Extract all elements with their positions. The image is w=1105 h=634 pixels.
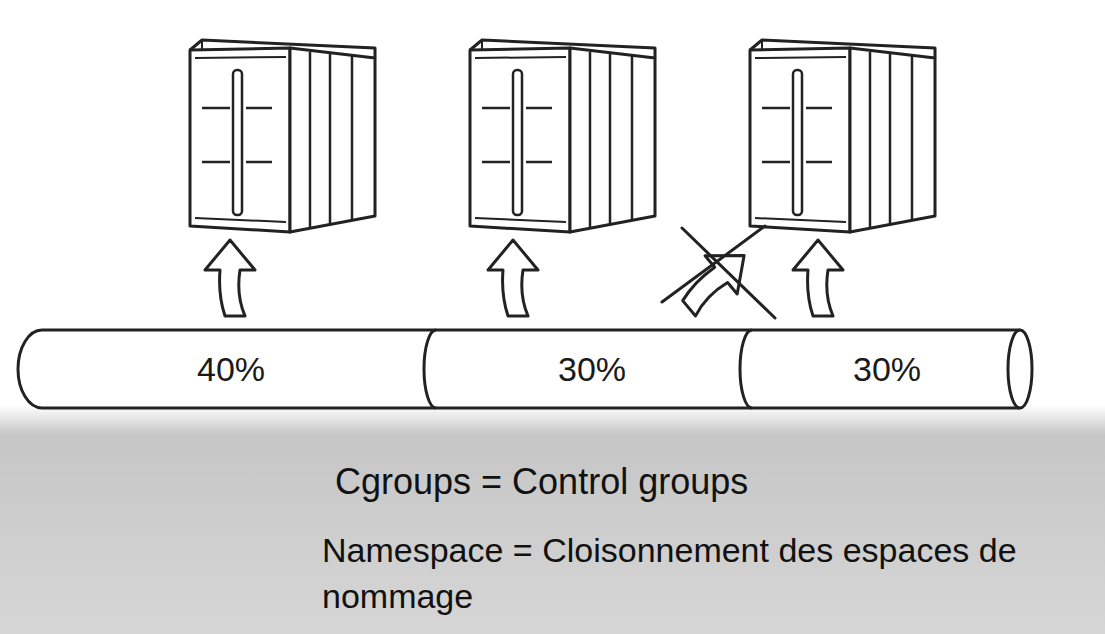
percentage-text: 40%	[197, 350, 265, 389]
grey-ground	[0, 405, 1105, 634]
percentage-text: 30%	[558, 350, 626, 389]
crossed-arrow	[662, 226, 775, 324]
bar-segment: 40%	[32, 334, 430, 404]
up-arrow	[793, 240, 843, 316]
up-arrow	[488, 240, 538, 316]
percentage-text: 30%	[853, 350, 921, 389]
bar-segment: 30%	[442, 334, 742, 404]
container-icon	[190, 40, 375, 232]
resource-bar	[18, 330, 1032, 408]
bar-segment: 30%	[758, 334, 1016, 404]
note-text: Cgroups = Control groups	[335, 458, 1035, 507]
container-icon	[750, 40, 935, 232]
note-text: Namespace = Cloisonnement des espaces de…	[322, 528, 1062, 620]
up-arrow	[205, 240, 255, 316]
container-icon	[470, 40, 655, 232]
